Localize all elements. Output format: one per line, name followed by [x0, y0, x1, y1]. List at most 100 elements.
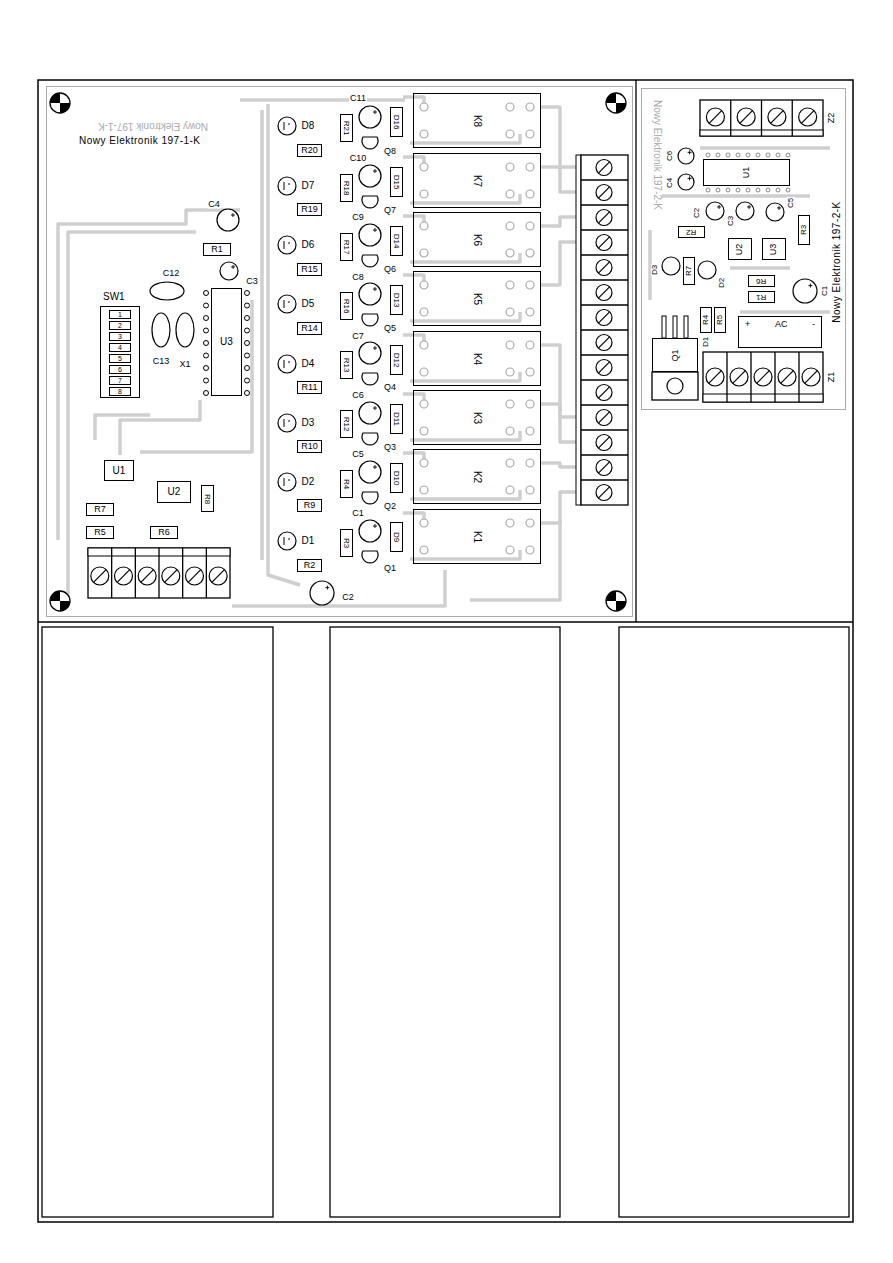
transistor-symbol	[362, 255, 378, 267]
terminal-screw	[94, 570, 107, 583]
relay-pad	[420, 103, 428, 111]
part-name: Q3	[383, 443, 397, 452]
crystal-symbol	[176, 313, 194, 347]
part-name: C12	[162, 269, 181, 278]
polarity-mark	[747, 205, 751, 209]
ic-pin	[204, 378, 209, 383]
relay-pad	[420, 400, 428, 408]
relay-pad	[526, 427, 534, 435]
terminal-screw	[801, 111, 814, 124]
component-outline: R11	[297, 381, 322, 394]
mounting-hole	[606, 591, 626, 611]
copper-trace	[541, 242, 581, 285]
terminal-screw	[709, 371, 722, 384]
capacitor-symbol	[678, 148, 694, 164]
terminal-screw	[596, 160, 612, 176]
relay-pad	[506, 308, 514, 316]
part-name: R1	[756, 293, 766, 301]
component-outline: D15	[390, 167, 403, 197]
part-name: X1	[178, 360, 191, 369]
terminal-screw	[733, 371, 746, 384]
empty-panel	[330, 627, 560, 1217]
ic-pin	[204, 353, 209, 358]
component-outline: D9	[390, 522, 403, 552]
relay-pad	[420, 249, 428, 257]
component-outline: R10	[297, 440, 322, 453]
led-symbol	[278, 473, 296, 491]
terminal-block	[581, 404, 628, 405]
terminal-screw	[596, 460, 612, 476]
relay-pad	[526, 190, 534, 198]
terminal-screw	[596, 210, 612, 226]
part-name: K3	[471, 409, 483, 425]
board-title: Nowy Elektronik 197-2-K	[832, 201, 842, 323]
mounting-hole	[60, 103, 70, 113]
relay-pad	[526, 281, 534, 289]
relay-pad	[526, 308, 534, 316]
terminal-block	[581, 479, 628, 480]
terminal-block	[581, 254, 628, 255]
led-symbol	[284, 300, 290, 308]
relay-pad	[506, 368, 514, 376]
ic-pin	[706, 188, 710, 192]
terminal-screw	[598, 287, 609, 298]
component-outline: R16	[340, 292, 353, 320]
transistor-pin	[684, 316, 688, 338]
component-outline: R9	[297, 499, 322, 512]
component-outline: R2	[297, 559, 322, 572]
copper-trace	[700, 146, 830, 150]
part-name: R8	[203, 493, 211, 503]
terminal-screw	[598, 387, 609, 398]
part-name: Z2	[827, 112, 836, 125]
polarity-mark	[373, 406, 377, 410]
component-outline: R5	[714, 307, 726, 333]
part-name: U1	[742, 167, 751, 179]
part-name: C5	[351, 450, 365, 459]
terminal-screw	[596, 235, 612, 251]
capacitor-symbol	[766, 203, 784, 221]
part-name: C2	[693, 207, 701, 219]
ic-pin	[245, 353, 250, 358]
part-name: Q1	[383, 564, 397, 573]
ic-pin	[245, 303, 250, 308]
part-name: R9	[304, 501, 316, 510]
component-outline: R19	[297, 203, 322, 216]
terminal-screw	[706, 368, 724, 386]
part-name: D7	[301, 181, 316, 191]
part-name: D2	[301, 477, 316, 487]
terminal-block	[798, 352, 799, 402]
terminal-screw	[799, 108, 817, 126]
part-name: Q7	[383, 206, 397, 215]
switch-number: 6	[109, 365, 131, 374]
mounting-hole	[50, 591, 60, 601]
capacitor-symbol	[736, 202, 754, 220]
heatsink-tab	[652, 372, 698, 400]
terminal-screw	[598, 337, 609, 348]
part-name: D1	[301, 536, 316, 546]
part-name: C6	[666, 150, 674, 162]
relay-pad	[420, 281, 428, 289]
led-symbol	[284, 122, 290, 130]
ic-pin	[204, 316, 209, 321]
copper-trace	[95, 415, 150, 440]
copper-trace	[541, 492, 581, 523]
polarity-mark	[231, 265, 235, 269]
board-mirror-text: Nowy Elektronik 197-1-K	[97, 121, 209, 131]
board-mirror-text: Nowy Elektronik 197-2-K	[652, 99, 662, 211]
component-outline: U3	[211, 288, 242, 396]
part-name: C7	[351, 332, 365, 341]
component-outline: R21	[340, 114, 353, 142]
part-name: R3	[800, 225, 808, 235]
relay-pad	[526, 486, 534, 494]
terminal-marking: AC	[775, 320, 788, 329]
copper-trace	[268, 104, 300, 585]
terminal-block	[581, 429, 628, 430]
polarity-mark	[373, 110, 377, 114]
component-outline: K3	[413, 390, 541, 445]
terminal-screw	[141, 570, 154, 583]
component-outline: U1	[104, 460, 134, 481]
relay-pad	[420, 459, 428, 467]
terminal-block	[88, 548, 230, 598]
copper-trace	[240, 98, 405, 102]
polarity-mark	[373, 228, 377, 232]
